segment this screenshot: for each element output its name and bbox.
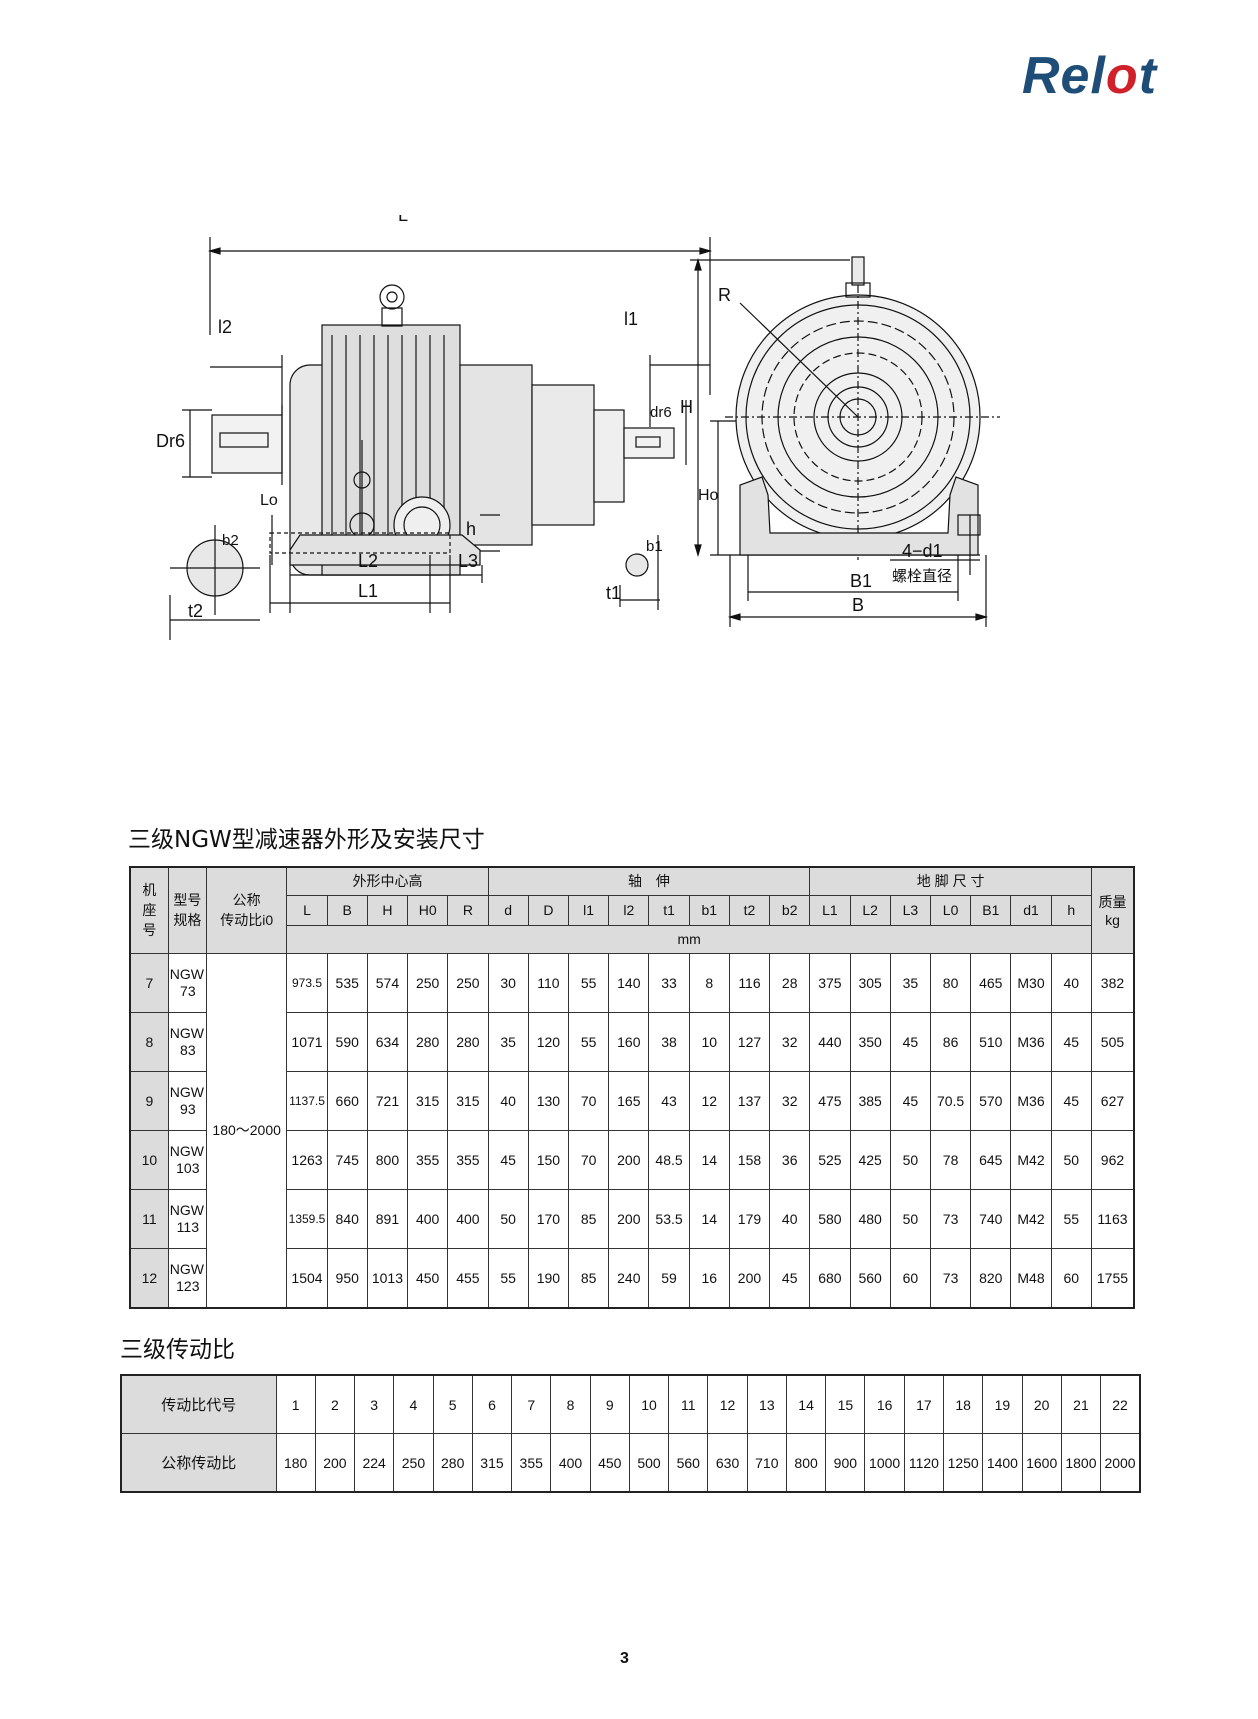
col-L1: L1 xyxy=(809,894,851,926)
col-l1: l1 xyxy=(567,894,610,926)
ratio-code-label: 传动比代号 xyxy=(120,1374,277,1434)
col-B1: B1 xyxy=(970,894,1012,926)
label-dr6: dr6 xyxy=(650,404,672,421)
label-b1: b1 xyxy=(646,538,663,555)
col-l2: l2 xyxy=(608,894,650,926)
col-L2: L2 xyxy=(849,894,891,926)
label-bolt-diameter: 螺栓直径 xyxy=(892,567,952,585)
gear-reducer-drawing: L l2 l1 Dr6 dr6 H R Ho Lo h L2 L3 L1 b2 … xyxy=(156,215,1000,640)
col-D: D xyxy=(527,894,570,926)
label-t1: t1 xyxy=(606,583,621,603)
page-number: 3 xyxy=(620,1650,629,1667)
label-b2: b2 xyxy=(222,532,239,549)
label-B1: B1 xyxy=(850,571,872,591)
col-h: h xyxy=(1050,894,1092,926)
brand-logo: Relot xyxy=(1022,47,1158,105)
col-L: L xyxy=(286,894,328,926)
header-shaft: 轴 伸 xyxy=(487,866,811,896)
col-R: R xyxy=(447,894,489,926)
ratio-table-title: 三级传动比 xyxy=(120,1337,235,1363)
col-d: d xyxy=(487,894,529,926)
nominal-ratio-label: 公称传动比 xyxy=(120,1433,277,1493)
col-b1: b1 xyxy=(688,894,730,926)
header-ratio: 公称传动比i0 xyxy=(205,866,288,954)
unit-mm: mm xyxy=(286,924,1092,954)
label-L2: L2 xyxy=(358,551,378,571)
header-foot: 地 脚 尺 寸 xyxy=(809,866,1092,896)
label-R: R xyxy=(718,285,731,305)
col-B: B xyxy=(326,894,368,926)
col-b2: b2 xyxy=(769,894,811,926)
col-H: H xyxy=(366,894,409,926)
label-B: B xyxy=(852,595,864,615)
col-d1: d1 xyxy=(1010,894,1052,926)
col-t1: t1 xyxy=(648,894,690,926)
header-seat: 机座号 xyxy=(129,866,169,954)
label-h: h xyxy=(466,519,476,539)
label-l1: l1 xyxy=(624,309,638,329)
col-t2: t2 xyxy=(728,894,771,926)
col-L0: L0 xyxy=(929,894,972,926)
label-L1: L1 xyxy=(358,581,378,601)
ratio-range: 180～2000 xyxy=(205,952,288,1308)
label-Ho: Ho xyxy=(698,487,719,504)
label-4-d1: 4−d1 xyxy=(902,541,943,561)
label-L: L xyxy=(398,215,408,225)
label-Dr6: Dr6 xyxy=(156,431,185,451)
header-model: 型号规格 xyxy=(167,866,207,954)
label-L3: L3 xyxy=(458,551,478,571)
spec-table-title: 三级NGW型减速器外形及安装尺寸 xyxy=(128,827,485,853)
header-outline: 外形中心高 xyxy=(286,866,489,896)
label-l2: l2 xyxy=(218,317,232,337)
label-t2: t2 xyxy=(188,601,203,621)
col-H0: H0 xyxy=(407,894,449,926)
label-Lo: Lo xyxy=(260,492,278,509)
label-H: H xyxy=(680,397,693,417)
col-L3: L3 xyxy=(889,894,931,926)
